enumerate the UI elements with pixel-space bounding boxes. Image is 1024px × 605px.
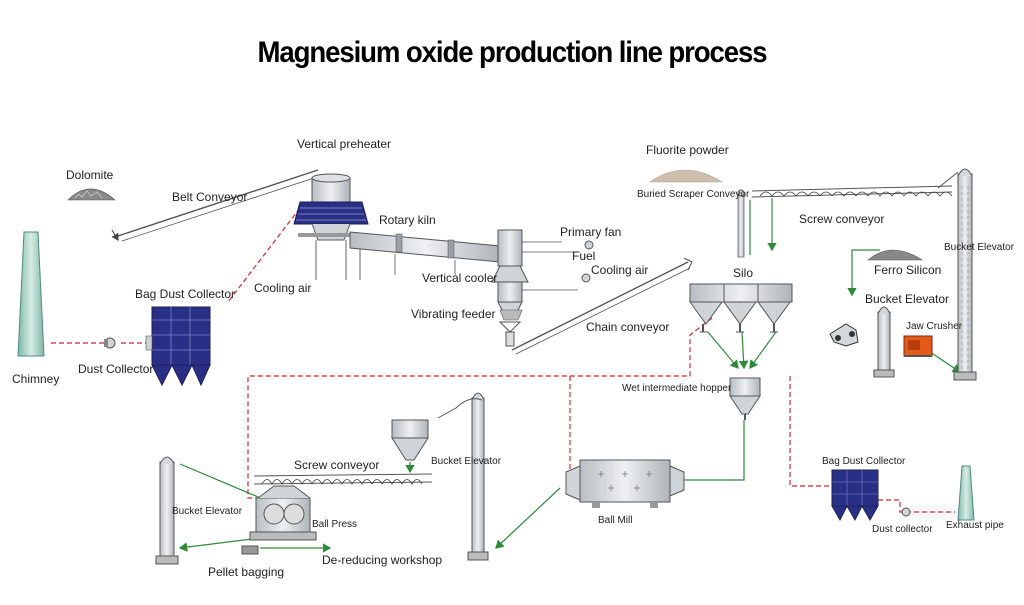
silo [689,283,793,333]
label-fuel: Fuel [572,249,596,263]
label-vertical-preheater: Vertical preheater [297,137,392,151]
bucket-elevator-mid [873,306,895,378]
label-dust-collector-bottom: Dust collector [872,524,933,535]
gas-line-preheater-to-bag [227,207,301,303]
dust-collector-fan-bottom [901,507,911,517]
label-silo: Silo [733,266,754,280]
screw-conveyor-top [751,171,959,198]
flow-silo-r-to-hopper [749,331,777,369]
bag-dust-collector-bottom [831,469,879,522]
label-dust-collector: Dust Collector [78,362,154,376]
flow-silo-l-to-hopper [707,331,739,369]
wet-intermediate-hopper [729,377,761,420]
label-bucket-elevator-right: Bucket Elevator [944,242,1015,253]
exhaust-pipe [957,465,975,521]
chimney [17,231,45,357]
belt-conveyor [111,169,321,242]
label-jaw-crusher: Jaw Crusher [906,321,963,332]
flow-press-to-bagging [178,537,261,552]
rotary-kiln [349,231,501,275]
flow-ferro-to-elevator [847,249,880,297]
fluorite-pile [649,169,724,183]
label-ferro-silicon: Ferro Silicon [874,263,942,277]
gas-lines [48,207,955,513]
ball-mill [565,459,685,508]
gas-line-to-bag-collector-bottom [789,376,832,487]
bucket-elevator-hopper [437,392,489,561]
screw-conveyor-bottom [253,473,433,485]
ball-press [241,485,317,555]
vertical-preheater [293,173,369,280]
label-bucket-elevator-mid: Bucket Elevator [865,292,950,306]
label-cooling-air-right: Cooling air [591,263,649,277]
gas-line-bag-to-exhaust [878,499,955,513]
buried-scraper-conveyor [737,189,745,258]
bag-dust-collector-top [145,306,211,387]
flow-silo-m-to-hopper [738,331,749,370]
label-ball-mill: Ball Mill [598,515,633,526]
feed-hopper [391,419,429,461]
label-bucket-elevator-hopper: Bucket Elevator [431,456,502,467]
label-primary-fan: Primary fan [560,225,622,239]
diagram-title: Magnesium oxide production line process [257,36,767,69]
label-screw-conveyor-top: Screw conveyor [799,212,885,226]
dust-collector-fan [104,337,116,349]
gas-line-silo-loop [247,317,713,499]
label-vibrating-feeder: Vibrating feeder [411,307,496,321]
label-rotary-kiln: Rotary kiln [379,213,436,227]
label-belt-conveyor: Belt Conveyor [172,190,248,204]
label-screw-conveyor-bottom: Screw conveyor [294,458,380,472]
label-de-reducing-workshop: De-reducing workshop [322,553,443,567]
material-flow-lines [178,198,961,553]
ferro-silicon-pile [867,249,923,261]
label-bag-dust-collector-top: Bag Dust Collector [135,287,236,301]
kiln-hood-vertical-cooler [491,229,594,347]
label-ball-press: Ball Press [312,519,358,530]
label-exhaust-pipe: Exhaust pipe [946,520,1004,531]
label-wet-intermediate-hopper: Wet intermediate hopper [622,383,732,394]
dolomite-pile [67,188,116,201]
jaw-crusher [903,335,933,357]
chain-conveyor [511,257,693,355]
label-bucket-elevator-left: Bucket Elevator [172,506,243,517]
flow-crusher-to-elevator [929,351,961,373]
label-bag-dust-collector-bottom: Bag Dust Collector [822,456,906,467]
label-dolomite: Dolomite [66,168,114,182]
label-fluorite-powder: Fluorite powder [646,143,729,157]
label-vertical-cooler: Vertical cooler [422,271,498,285]
label-chain-conveyor: Chain conveyor [586,320,670,334]
label-cooling-air-left: Cooling air [254,281,312,295]
bucket-elevator-left [155,456,179,565]
feeder-machine [829,323,859,347]
flow-hopper-to-mill [680,420,745,481]
label-buried-scraper-conveyor: Buried Scraper Conveyor [637,189,750,200]
vibrating-feeder [499,309,523,321]
flow-mill-to-elevator [495,487,561,549]
flow-elevator-to-press [179,463,272,504]
bucket-elevator-right [953,168,977,381]
label-pellet-bagging: Pellet bagging [208,565,285,579]
label-chimney: Chimney [12,372,60,386]
